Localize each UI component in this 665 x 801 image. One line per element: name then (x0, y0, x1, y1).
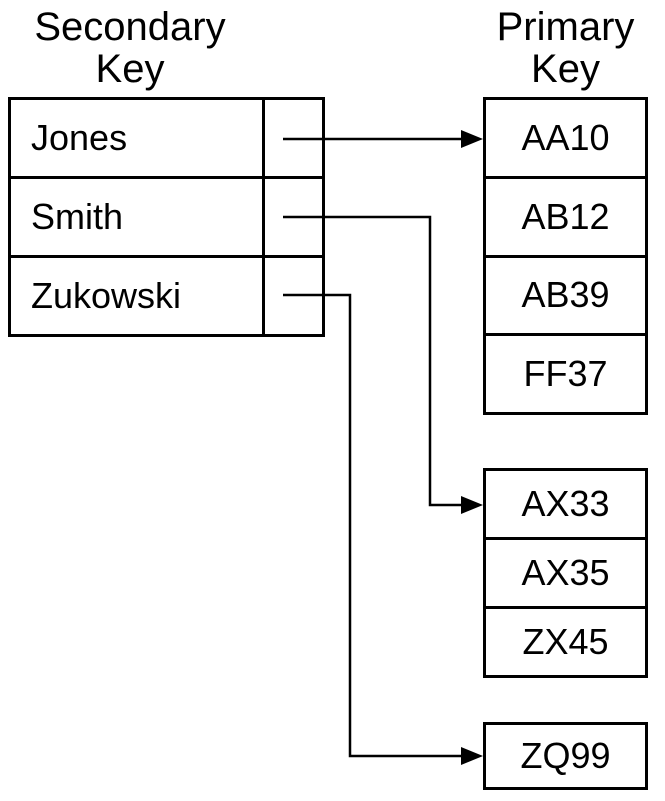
arrowhead-icon (461, 496, 483, 514)
arrowhead-icon (461, 747, 483, 765)
primary-key-cell: ZQ99 (520, 735, 611, 776)
primary-key-cell: AB39 (486, 258, 645, 337)
arrow-zukowski-to-zq99 (283, 293, 483, 765)
pointer-cell (265, 179, 322, 255)
secondary-key-title: Secondary Key (0, 6, 260, 90)
primary-key-title: Primary Key (473, 6, 658, 90)
primary-key-cell: AB12 (486, 179, 645, 258)
arrowhead-icon (461, 130, 483, 148)
table-row: Zukowski (11, 258, 322, 334)
primary-key-cell: FF37 (523, 353, 608, 395)
primary-key-cell: AX35 (486, 540, 645, 609)
primary-key-group-2: AX33 AX35 ZX45 (483, 468, 648, 678)
primary-key-title-line2: Key (531, 47, 600, 91)
secondary-key-title-line2: Key (95, 47, 165, 91)
pointer-cell (265, 100, 322, 176)
secondary-key-cell: Zukowski (11, 258, 265, 334)
table-row: Jones (11, 100, 322, 179)
primary-key-group-1: AA10 AB12 AB39 FF37 (483, 97, 648, 415)
primary-key-title-line1: Primary (496, 5, 635, 49)
secondary-key-cell: Jones (11, 100, 265, 176)
secondary-key-table: Jones Smith Zukowski (8, 97, 325, 337)
primary-key-cell: ZX45 (522, 621, 609, 662)
secondary-key-cell: Smith (11, 179, 265, 255)
primary-key-cell: AA10 (486, 100, 645, 179)
primary-key-group-3: ZQ99 (483, 722, 648, 790)
pointer-cell (265, 258, 322, 334)
table-row: Smith (11, 179, 322, 258)
secondary-key-title-line1: Secondary (34, 5, 226, 49)
primary-key-cell: AX33 (486, 471, 645, 540)
